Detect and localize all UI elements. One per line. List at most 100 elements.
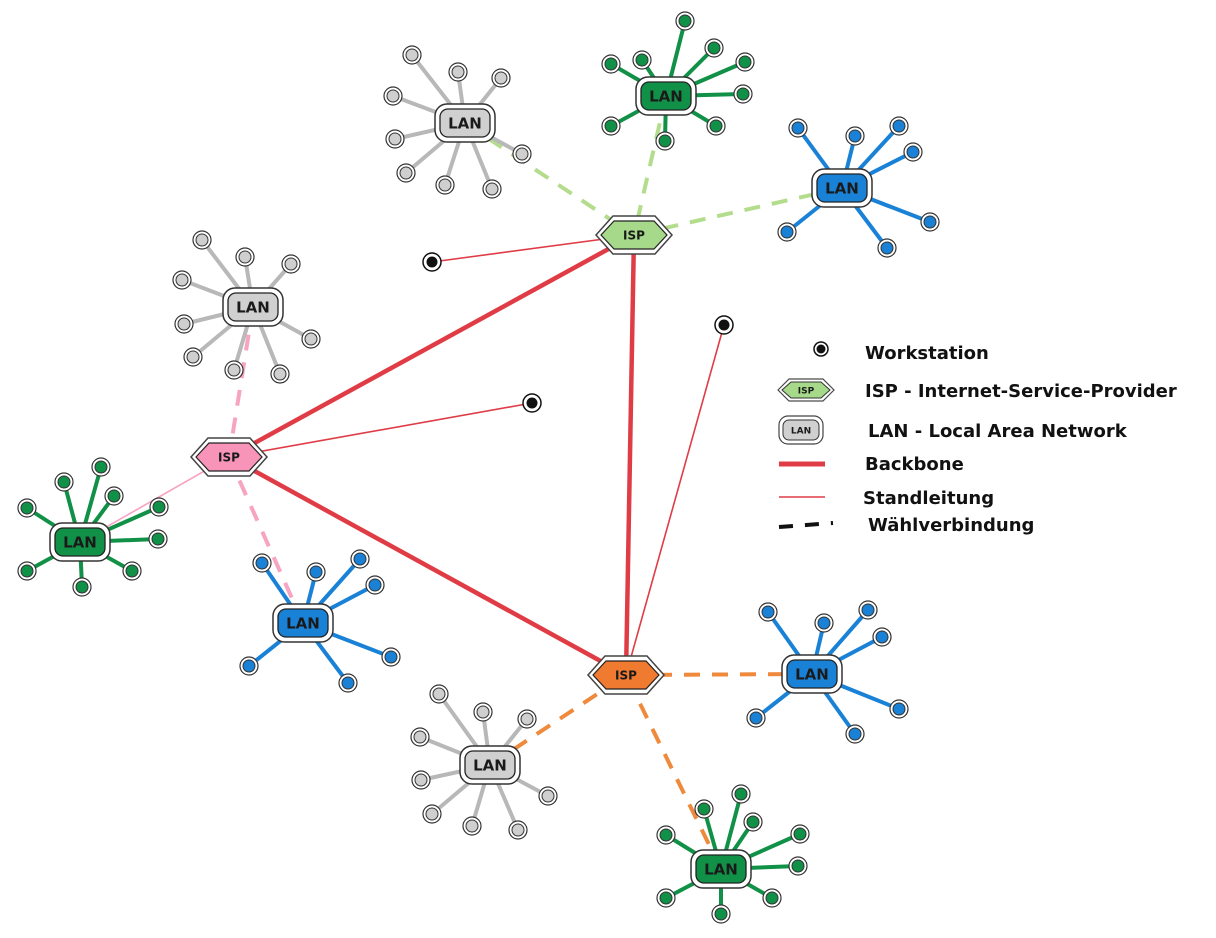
- isp-label: ISP: [623, 229, 645, 243]
- legend-workstation: Workstation: [813, 341, 989, 364]
- lan-right-blue: LAN: [811, 168, 873, 208]
- workstation-dot-icon-core: [816, 344, 826, 354]
- lan-box-inner: [816, 173, 868, 203]
- lan-mid-blue: LAN: [272, 603, 334, 643]
- lan-label: LAN: [825, 180, 859, 198]
- lan-client-node: [709, 119, 723, 133]
- lan-client-node: [761, 605, 775, 619]
- lan-client-node: [749, 711, 763, 725]
- lan-box-inner: [439, 108, 491, 138]
- waehlverbindung-line: [632, 95, 668, 236]
- lan-client-node: [793, 827, 807, 841]
- lan-label: LAN: [473, 757, 507, 775]
- lan-client-node: [386, 89, 400, 103]
- lan-client-node: [780, 225, 794, 239]
- lan-client-node: [848, 727, 862, 741]
- lan-client-node: [875, 630, 889, 644]
- lan-client-node: [707, 41, 721, 55]
- lan-client-node: [906, 145, 920, 159]
- lan-client-node: [125, 564, 139, 578]
- legend-isp-icon-label: ISP: [798, 387, 815, 397]
- lan-box-inner: [640, 81, 692, 111]
- lan-client-node: [432, 687, 446, 701]
- lan-client-node: [791, 859, 805, 873]
- isp-green: ISP: [594, 215, 674, 255]
- lan-client-node: [384, 650, 398, 664]
- lan-client-node: [485, 182, 499, 196]
- lan-client-node: [604, 57, 618, 71]
- lan-client-node: [107, 489, 121, 503]
- lan-client-node: [20, 501, 34, 515]
- lan-client-node: [791, 121, 805, 135]
- lan-client-node: [195, 233, 209, 247]
- legend-waehlverbindung-label: Wählverbindung: [868, 515, 1034, 536]
- legend-workstation-label: Workstation: [865, 343, 989, 364]
- lan-client-node: [604, 119, 618, 133]
- isp-hexagon-inner: [600, 220, 668, 250]
- lan-client-node: [227, 363, 241, 377]
- legend-standleitung: Standleitung: [779, 488, 994, 509]
- lan-client-node: [309, 565, 323, 579]
- standleitung-line: [625, 324, 725, 676]
- lan-bottom-gray: LAN: [459, 745, 521, 785]
- lan-box-inner: [695, 854, 747, 884]
- lan-client-node: [494, 71, 508, 85]
- lan-client-node: [541, 789, 555, 803]
- lan-client-node: [465, 819, 479, 833]
- lan-box-inner: [54, 527, 106, 557]
- lan-client-node: [405, 48, 419, 62]
- lan-client-node: [511, 823, 525, 837]
- lan-client-node: [151, 532, 165, 546]
- lan-client-node: [438, 178, 452, 192]
- lan-client-node: [94, 460, 108, 474]
- lan-client-node: [635, 53, 649, 67]
- lan-client-node: [659, 828, 673, 842]
- lan-client-node: [817, 616, 831, 630]
- waehlverbindung-line: [227, 306, 255, 458]
- isp-orange: ISP: [586, 655, 666, 695]
- legend-lan: LAN LAN - Local Area Network: [778, 415, 1128, 445]
- lan-client-node: [388, 132, 402, 146]
- lan-client-node: [75, 580, 89, 594]
- lan-top-green: LAN: [635, 76, 697, 116]
- isp-hexagon-icon-inner: [781, 381, 831, 399]
- lan-bottom-green: LAN: [690, 849, 752, 889]
- lan-client-node: [186, 350, 200, 364]
- lan-client-node: [678, 14, 692, 28]
- lan-box-inner: [464, 750, 516, 780]
- isp-hexagon-inner: [195, 442, 263, 472]
- lan-client-node: [353, 552, 367, 566]
- lan-client-node: [476, 705, 490, 719]
- lan-client-node: [714, 907, 728, 921]
- lan-client-node: [414, 773, 428, 787]
- legend-waehlverbindung: Wählverbindung: [778, 515, 1034, 536]
- lan-client-node: [515, 147, 529, 161]
- lan-client-node: [923, 215, 937, 229]
- lan-client-node: [892, 702, 906, 716]
- lan-client-node: [520, 712, 534, 726]
- legend-lan-label: LAN - Local Area Network: [868, 421, 1128, 442]
- lan-right-blue2: LAN: [781, 654, 843, 694]
- legend-standleitung-label: Standleitung: [863, 488, 994, 509]
- lan-label: LAN: [63, 534, 97, 552]
- lan-top-gray: LAN: [434, 103, 496, 143]
- lan-client-node: [341, 676, 355, 690]
- lan-client-node: [736, 87, 750, 101]
- lan-client-node: [177, 317, 191, 331]
- lan-client-node: [175, 273, 189, 287]
- lan-client-node: [399, 166, 413, 180]
- lan-client-node: [746, 815, 760, 829]
- legend-backbone: Backbone: [779, 454, 964, 475]
- lan-client-node: [242, 659, 256, 673]
- lan-client-node: [658, 134, 672, 148]
- lan-client-node: [659, 891, 673, 905]
- lan-label: LAN: [704, 861, 738, 879]
- backbone-line: [623, 234, 637, 676]
- isp-label: ISP: [218, 451, 240, 465]
- lan-client-node: [892, 119, 906, 133]
- lan-label: LAN: [286, 615, 320, 633]
- lan-client-node: [425, 807, 439, 821]
- lan-client-node: [697, 802, 711, 816]
